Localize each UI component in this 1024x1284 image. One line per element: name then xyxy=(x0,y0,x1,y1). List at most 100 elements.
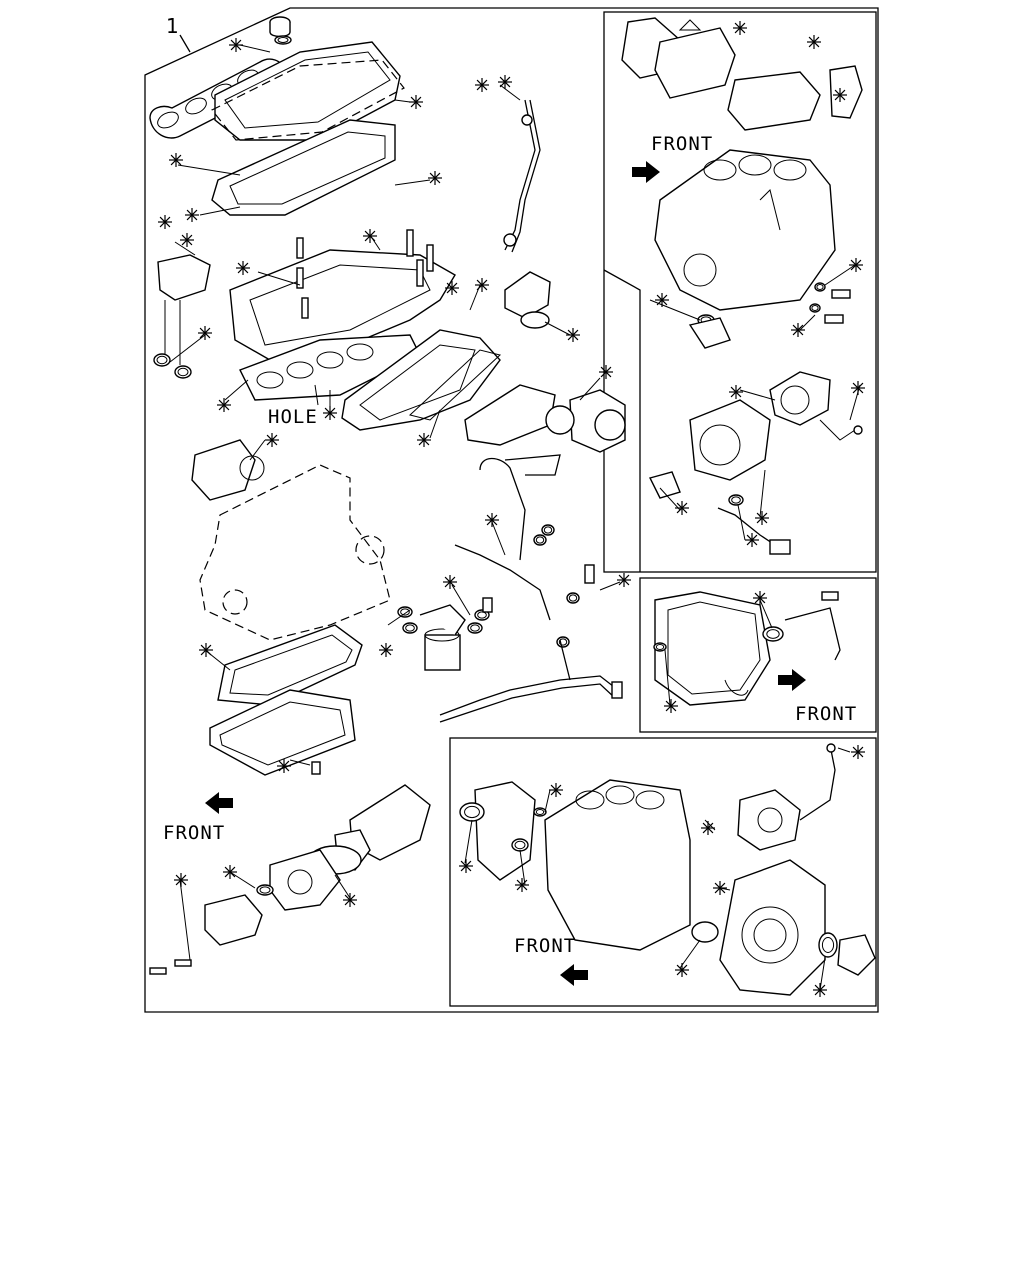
asterisk-icon xyxy=(813,983,827,997)
front-arrow-mid-right xyxy=(778,669,806,691)
cylinder-head xyxy=(229,249,456,361)
turbo-oil-return xyxy=(717,507,776,546)
asterisk-icon xyxy=(849,258,863,272)
asterisk-icon xyxy=(475,78,489,92)
asterisk-icon xyxy=(745,533,759,547)
vacuum-pump-o-ring xyxy=(239,455,265,481)
asterisk-icon xyxy=(158,215,172,229)
exhaust-manifold xyxy=(727,71,821,131)
asterisk-icon xyxy=(459,859,473,873)
asterisk-icon xyxy=(409,95,423,109)
asterisk-icon xyxy=(223,865,237,879)
asterisk-icon xyxy=(713,881,727,895)
asterisk-icon xyxy=(443,575,457,589)
front-label-top-right: FRONT xyxy=(651,133,714,155)
o-ring xyxy=(467,622,483,634)
asterisk-icon xyxy=(807,35,821,49)
vacuum-hose xyxy=(799,744,836,821)
rear-oil-seal xyxy=(691,921,719,943)
bolt xyxy=(831,289,851,299)
kit-frame xyxy=(144,7,879,1013)
asterisk-icon xyxy=(675,963,689,977)
valve-stem-seal xyxy=(296,267,304,289)
o-ring xyxy=(174,365,192,379)
bolt xyxy=(149,967,167,975)
front-arrow-bottom-right xyxy=(560,964,588,986)
bolt xyxy=(482,597,493,613)
asterisk-icon xyxy=(417,433,431,447)
o-ring xyxy=(728,494,744,506)
inset-panel-bottom-right xyxy=(449,737,877,1007)
asterisk-icon xyxy=(729,385,743,399)
asterisk-icon xyxy=(655,293,669,307)
timing-cover xyxy=(474,781,536,881)
asterisk-icon xyxy=(277,759,291,773)
oil-pipe xyxy=(479,457,526,561)
drain-plug xyxy=(311,761,321,775)
oil-filter xyxy=(424,634,461,671)
egr-cooler xyxy=(654,27,736,99)
o-ring xyxy=(402,622,418,634)
asterisk-icon xyxy=(851,745,865,759)
bolt xyxy=(824,314,844,324)
o-ring xyxy=(397,606,413,618)
o-ring xyxy=(818,932,838,958)
cover-plate xyxy=(837,934,876,976)
intake-manifold xyxy=(341,329,501,431)
asterisk-icon xyxy=(515,878,529,892)
asterisk-icon xyxy=(599,365,613,379)
asterisk-icon xyxy=(733,21,747,35)
asterisk-icon xyxy=(363,229,377,243)
asterisk-icon xyxy=(498,75,512,89)
egr-pipe-short xyxy=(784,607,841,661)
o-ring xyxy=(256,884,274,896)
throttle-gasket xyxy=(545,405,575,435)
bolt xyxy=(584,564,595,584)
egr-gasket xyxy=(520,311,550,329)
asterisk-icon xyxy=(236,261,250,275)
front-label-main: FRONT xyxy=(163,822,226,844)
turbo-gasket xyxy=(648,471,681,499)
o-ring xyxy=(153,353,171,367)
water-pump-housing xyxy=(464,384,556,446)
asterisk-icon xyxy=(755,511,769,525)
oil-pan xyxy=(209,689,356,776)
egr-valve xyxy=(504,271,551,319)
head-cover-gasket xyxy=(211,119,396,216)
vacuum-pump-rear xyxy=(737,789,801,851)
item-number: 1 xyxy=(166,14,179,38)
inset-panel-top-right xyxy=(603,11,877,573)
o-ring xyxy=(762,626,784,642)
asterisk-icon xyxy=(475,278,489,292)
asterisk-icon xyxy=(199,643,213,657)
injector xyxy=(426,244,434,272)
injector xyxy=(406,229,414,257)
asterisk-icon xyxy=(701,821,715,835)
fuel-pump xyxy=(204,894,263,946)
front-label-bottom-right: FRONT xyxy=(514,935,577,957)
asterisk-icon xyxy=(549,783,563,797)
asterisk-icon xyxy=(265,433,279,447)
valve-stem-seal xyxy=(301,297,309,319)
asterisk-icon xyxy=(485,513,499,527)
front-label-mid-right: FRONT xyxy=(795,703,858,725)
asterisk-icon xyxy=(169,153,183,167)
asterisk-icon xyxy=(217,398,231,412)
asterisk-icon xyxy=(566,328,580,342)
valve-stem-seal xyxy=(296,237,304,259)
vacuum-pump xyxy=(191,439,256,501)
cylinder-block-rear xyxy=(544,779,691,951)
asterisk-icon xyxy=(791,323,805,337)
asterisk-icon xyxy=(229,38,243,52)
asterisk-icon xyxy=(185,208,199,222)
front-arrow-main xyxy=(205,792,233,814)
asterisk-icon xyxy=(675,501,689,515)
asterisk-icon xyxy=(851,381,865,395)
injector xyxy=(416,259,424,287)
asterisk-icon xyxy=(617,573,631,587)
bolt xyxy=(821,591,839,601)
asterisk-icon xyxy=(379,643,393,657)
cylinder-block-outline xyxy=(199,464,391,641)
